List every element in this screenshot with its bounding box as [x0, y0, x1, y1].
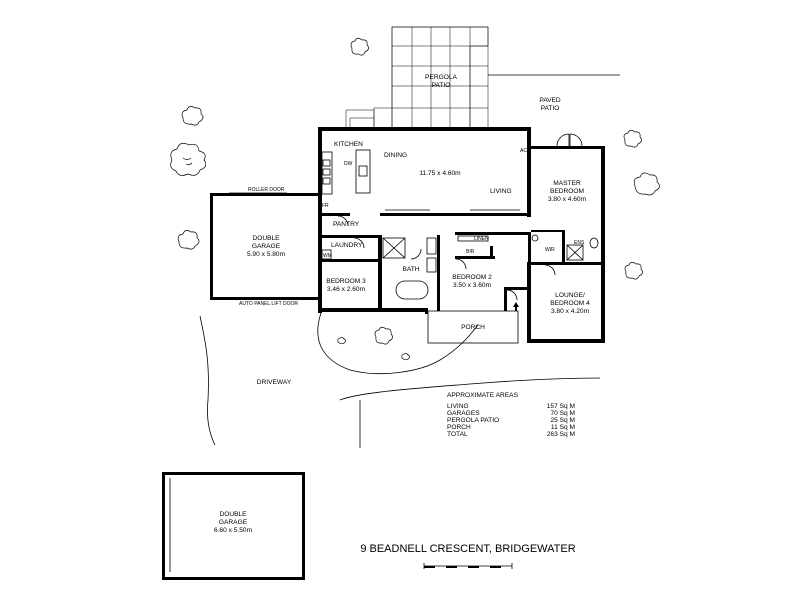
areas-table: APPROXIMATE AREAS LIVING 157 Sq M GARAGE… — [447, 392, 575, 438]
master-label-2: BEDROOM — [550, 188, 584, 195]
bedroom2-label: BEDROOM 2 — [452, 274, 492, 281]
lounge-dims: 3.80 x 4.20m — [551, 308, 590, 315]
page-title: 9 BEADNELL CRESCENT, BRIDGEWATER — [360, 543, 575, 555]
tree-icon-group — [170, 37, 660, 361]
driveway-label: DRIVEWAY — [257, 379, 292, 386]
bath-label: BATH — [402, 266, 419, 273]
dw-label: DW — [344, 161, 353, 167]
scale-bar — [423, 563, 513, 569]
garage-1 — [210, 192, 322, 300]
laundry-label: LAUNDRY — [331, 242, 363, 249]
area-value: 157 Sq M — [547, 403, 575, 410]
living-dims: 11.75 x 4.60m — [419, 170, 461, 177]
master-dims: 3.80 x 4.60m — [548, 196, 587, 203]
master-label: MASTER — [553, 180, 581, 187]
garage2-dims: 6.60 x 5.50m — [214, 527, 253, 534]
garage-2 — [162, 472, 305, 580]
house-walls — [318, 127, 605, 343]
tree-icon — [350, 37, 369, 56]
garage1-label-2: GARAGE — [252, 243, 281, 250]
area-value: 70 Sq M — [550, 410, 575, 417]
ens-label: ENS — [574, 240, 585, 246]
area-label: GARAGES — [447, 410, 480, 417]
pantry-label: PANTRY — [333, 221, 360, 228]
wir-label: WIR — [545, 247, 555, 253]
porch-label: PORCH — [461, 324, 485, 331]
pergola-label: PERGOLA — [425, 74, 457, 81]
garage1-dims: 5.90 x 5.80m — [247, 251, 286, 258]
auto-door-label: AUTO PANEL LIFT DOOR — [239, 301, 298, 307]
area-label: LIVING — [447, 403, 469, 410]
area-value: 263 Sq M — [547, 431, 575, 438]
porch-outline — [427, 310, 519, 344]
fixtures — [321, 133, 599, 311]
bedroom2-dims: 3.50 x 3.60m — [453, 282, 492, 289]
tree-icon — [633, 172, 660, 196]
tree-icon — [374, 326, 393, 345]
garage2-label-2: GARAGE — [219, 519, 248, 526]
kitchen-label: KITCHEN — [334, 141, 363, 148]
roller-door-label: ROLLER DOOR — [248, 187, 285, 193]
area-label: TOTAL — [447, 431, 468, 438]
tree-icon — [177, 230, 200, 250]
tree-icon — [337, 336, 346, 345]
bir-label: BIR — [466, 249, 475, 255]
tree-icon — [401, 352, 410, 361]
bedroom3-label: BEDROOM 3 — [326, 278, 366, 285]
paved-patio-label-2: PATIO — [541, 105, 560, 112]
area-label: PORCH — [447, 424, 471, 431]
room-labels: PERGOLA PATIO PAVED PATIO KITCHEN DINING… — [214, 74, 590, 534]
tree-icon — [181, 106, 204, 126]
tree-icon — [623, 129, 642, 148]
garage1-label: DOUBLE — [252, 235, 280, 242]
lounge-label-2: BEDROOM 4 — [550, 300, 590, 307]
fr-label: FR — [322, 203, 329, 209]
bedroom3-dims: 3.46 x 2.60m — [327, 286, 366, 293]
area-value: 11 Sq M — [551, 424, 575, 431]
tree-icon — [624, 261, 643, 280]
area-label: PERGOLA PATIO — [447, 417, 499, 424]
dining-label: DINING — [384, 152, 407, 159]
lounge-label: LOUNGE/ — [555, 292, 585, 299]
paved-patio-label: PAVED — [539, 97, 561, 104]
ac-label: AC — [520, 148, 527, 154]
linen-label: LINEN — [474, 236, 489, 242]
area-value: 25 Sq M — [550, 417, 575, 424]
living-label: LIVING — [490, 188, 512, 195]
pergola-label-2: PATIO — [432, 82, 451, 89]
tree-icon — [170, 142, 207, 176]
areas-heading: APPROXIMATE AREAS — [447, 392, 519, 399]
driveway-lines — [199, 312, 601, 448]
pergola-grid — [345, 26, 620, 131]
wm-label: WM — [323, 253, 332, 259]
garage2-label: DOUBLE — [219, 511, 247, 518]
